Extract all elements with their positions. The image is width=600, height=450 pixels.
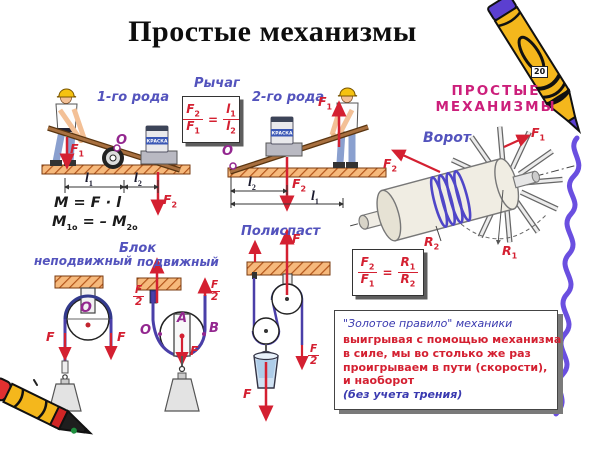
movable-pulley-scene [136, 257, 213, 412]
weight-fixed [48, 360, 82, 412]
vorot-scene [350, 126, 579, 245]
worker2-figure [329, 87, 359, 168]
force-f1-lever1: F1 [70, 141, 85, 159]
golden-rule-title: "Золотое правило" механики [343, 317, 513, 330]
barrel1: КРАСКА [140, 125, 178, 165]
label-lever: Рычаг [194, 76, 240, 91]
squiggle-line [553, 135, 582, 417]
force-f-polispast-top: F [292, 231, 301, 246]
label-vorot: Ворот [423, 130, 472, 146]
moment-pair-formula: M1o = – M2o [52, 214, 138, 232]
point-b-movable: B [209, 321, 219, 336]
vorot-formula-box: F2 F1 = R1 R2 [352, 249, 424, 296]
golden-rule-line2: в силе, мы во столько же раз [343, 346, 531, 360]
point-o-lever1: О [116, 133, 128, 148]
big-crayon [487, 0, 582, 135]
golden-rule-line4: и наоборот [343, 374, 415, 388]
small-crayon-tip [83, 427, 94, 435]
barrel1-label: КРАСКА [147, 139, 168, 145]
force-f2-vorot: F2 [383, 156, 398, 174]
radius-r2-vorot: R2 [424, 234, 440, 252]
vorot-formula-right-fraction: R1 R2 [397, 256, 419, 288]
golden-rule-box: "Золотое правило" механики выигрывая с п… [334, 310, 562, 410]
stray-mark [33, 379, 38, 386]
page-title: Простые механизмы [128, 15, 417, 48]
point-o-movable: О [140, 323, 152, 338]
lever2-dimensions [230, 177, 344, 208]
worker1-figure [50, 88, 88, 166]
equals-sign: = [208, 112, 219, 127]
radius-r1-vorot: R1 [502, 243, 518, 261]
lever-formula-box: F2 F1 = l1 l2 [182, 96, 240, 143]
force-f-movable: F [190, 343, 199, 358]
helmet1 [56, 88, 77, 98]
r1-leader [495, 189, 504, 245]
label-kind1: 1-го рода [97, 90, 170, 105]
r2-leader [435, 225, 442, 242]
side-header: ПРОСТЫЕ МЕХАНИЗМЫ [410, 83, 582, 115]
force-f-fixed-right: F [117, 329, 126, 344]
lever1-scene: КРАСКА [41, 88, 191, 216]
ground-lever2 [227, 167, 387, 178]
fulcrum2-point [229, 162, 237, 170]
force-f1-vorot: F1 [531, 125, 546, 143]
ceiling-fixed-pulley [54, 275, 104, 289]
crayon-badge: 20 [531, 66, 549, 78]
force-f-polispast-bottom: F [243, 386, 252, 401]
lever-formula-left-fraction: F2 F1 [183, 103, 203, 135]
force-arrow-f2-vorot [390, 149, 441, 174]
windlass-body [350, 126, 579, 243]
vorot-formula-left-fraction: F2 F1 [357, 256, 378, 288]
ceiling-polispast [246, 261, 331, 276]
label-blok: Блок [119, 241, 157, 256]
golden-rule-line3: проигрываем в пути (скорости), [343, 360, 548, 374]
fixed-pulley-scene [48, 275, 118, 412]
dim-l2-lever2: l2 [248, 175, 256, 192]
windlass-drum [381, 157, 515, 242]
helmet2 [337, 87, 358, 97]
force-f1-lever2: F1 [318, 94, 333, 112]
golden-rule-note: (без учета трения) [343, 388, 463, 401]
barrel2: КРАСКА [265, 116, 303, 157]
side-header-line2: МЕХАНИЗМЫ [435, 99, 557, 116]
dim-l1-lever1: l1 [85, 171, 93, 188]
side-header-line1: ПРОСТЫЕ [451, 83, 541, 99]
point-o-fixed: О [80, 300, 92, 316]
spoke-circle-arc [460, 213, 548, 240]
golden-rule-line1: выигрывая с помощью механизма [343, 333, 562, 346]
force-f2-lever1: F2 [163, 192, 178, 210]
label-fixed-pulley: неподвижный [34, 254, 133, 268]
lever2-scene: КРАСКА [227, 87, 387, 212]
label-polispast: Полиспаст [241, 224, 321, 239]
dim-l1-lever2: l1 [311, 189, 319, 206]
point-a-movable: A [177, 311, 188, 326]
label-movable-pulley: подвижный [137, 255, 219, 269]
label-kind2: 2-го рода [252, 90, 325, 105]
small-crayon [0, 377, 94, 435]
force-arrow-f1-vorot [503, 134, 531, 148]
ceiling-movable-pulley [136, 277, 182, 291]
point-o-lever2: О [222, 144, 234, 159]
fixed-pulley-bracket [80, 287, 96, 314]
moment-formula: M = F · l [54, 195, 122, 211]
fulcrum1-point [113, 144, 121, 152]
equals-sign: = [382, 265, 393, 280]
polispast-scene [246, 228, 331, 422]
dim-l2-lever1: l2 [134, 171, 142, 188]
rope-over-fixed-pulley [63, 294, 113, 320]
golden-rule-text: выигрывая с помощью механизма в силе, мы… [343, 333, 562, 388]
big-crayon-tip [566, 115, 582, 135]
force-f-fixed-left: F [46, 329, 55, 344]
lever1-dimensions [64, 178, 159, 193]
force-f2-lever2: F2 [292, 176, 307, 194]
weight-movable [164, 356, 200, 412]
lever-formula-right-fraction: l1 l2 [223, 103, 239, 135]
barrel2-label: КРАСКА [272, 131, 293, 137]
windlass-rope-coil [429, 169, 472, 229]
